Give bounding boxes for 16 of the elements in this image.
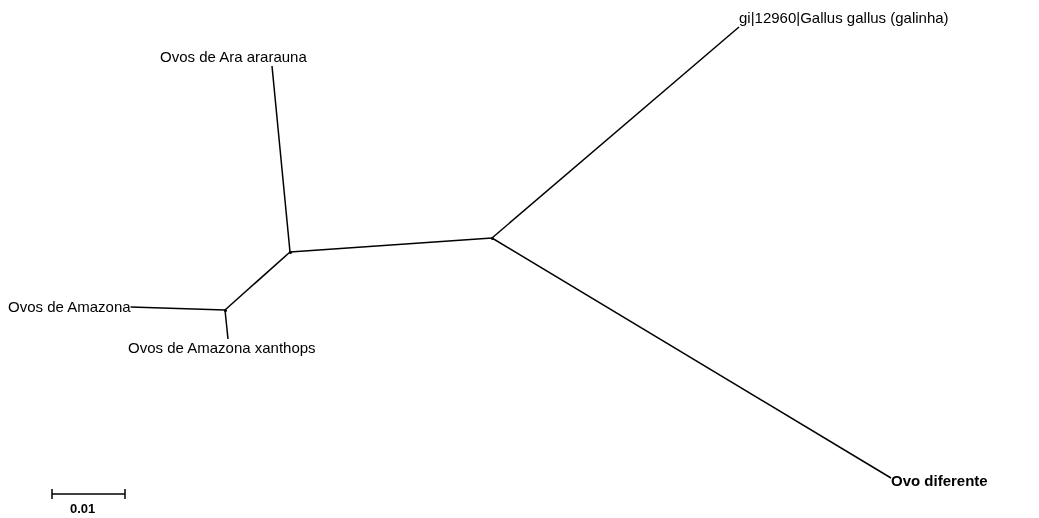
branch-point — [223, 308, 227, 312]
tree-branch — [224, 309, 229, 340]
tree-branch — [271, 65, 291, 253]
scale-label: 0.01 — [70, 500, 96, 518]
tree-branch — [491, 26, 740, 239]
tree-branch — [491, 237, 892, 479]
taxon-label: Ovos de Amazona xanthops — [128, 339, 316, 357]
branch-point — [288, 250, 292, 254]
tree-branch — [289, 237, 493, 253]
taxon-label: Ovos de Ara ararauna — [160, 48, 307, 66]
tree-branch — [224, 251, 291, 311]
tree-branch — [129, 306, 226, 311]
taxon-label: gi|12960|Gallus gallus (galinha) — [739, 9, 949, 27]
branch-point — [490, 236, 494, 240]
taxon-label: Ovos de Amazona — [8, 298, 131, 316]
taxon-label: Ovo diferente — [891, 472, 988, 490]
